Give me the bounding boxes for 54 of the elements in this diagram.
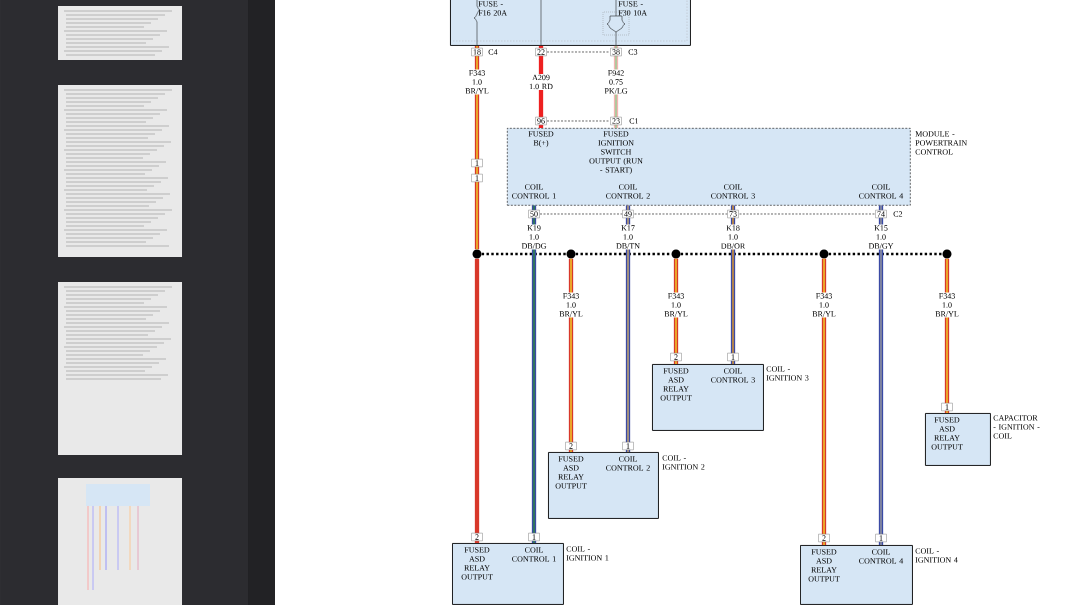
pin-number: 49 xyxy=(622,209,634,219)
pin-number: 1 xyxy=(471,158,483,168)
pin-number: 2 xyxy=(818,533,830,543)
pin-number: 1 xyxy=(471,173,483,183)
pin-number: 50 xyxy=(528,209,540,219)
pin-number: 1 xyxy=(941,402,953,412)
pin-number: 23 xyxy=(610,116,622,126)
wire-label: F343 1.0 BR/YL xyxy=(810,292,838,318)
wire-label: F343 1.0 BR/YL xyxy=(557,292,585,318)
splice-bar xyxy=(481,252,567,256)
connector-box: FUSED ASD RELAY OUTPUT xyxy=(925,413,991,466)
pin-number: 96 xyxy=(535,116,547,126)
component-name: COIL - IGNITION 1 xyxy=(566,546,609,561)
pin-number: 73 xyxy=(727,209,739,219)
wire xyxy=(538,45,544,128)
pin-number: 74 xyxy=(875,209,887,219)
component-name: MODULE - POWERTRAIN CONTROL xyxy=(915,131,967,155)
connector-box: FUSED ASD RELAY OUTPUT COIL CONTROL 1 xyxy=(452,543,564,605)
pin-number: 2 xyxy=(471,532,483,542)
connector-box: FUSED ASD RELAY OUTPUT COIL CONTROL 3 xyxy=(652,364,764,431)
pin-number: 2 xyxy=(565,441,577,451)
splice-bar xyxy=(575,252,672,256)
wire-label: K15 1.0 DB/GY xyxy=(867,224,895,250)
wire-label: F343 1.0 BR/YL xyxy=(463,69,491,95)
splice-bar xyxy=(828,252,943,256)
pin-number: 38 xyxy=(610,47,622,57)
wire xyxy=(878,204,884,546)
pin-number: 1 xyxy=(727,352,739,362)
connector-box: FUSED ASD RELAY OUTPUT COIL CONTROL 2 xyxy=(548,452,659,519)
pin-number: 2 xyxy=(670,352,682,362)
wire-label: K18 1.0 DB/OR xyxy=(719,224,747,250)
wire xyxy=(474,45,480,250)
connector-box: FUSED ASD RELAY OUTPUT COIL CONTROL 4 xyxy=(800,545,913,605)
pin-number: 1 xyxy=(875,533,887,543)
pin-number: 1 xyxy=(622,441,634,451)
wire-label: F942 0.75 PK/LG xyxy=(602,69,630,95)
wire-label: F343 1.0 BR/YL xyxy=(933,292,961,318)
component-name: COIL - IGNITION 2 xyxy=(662,455,705,470)
wire xyxy=(625,204,631,453)
component-name: COIL - IGNITION 3 xyxy=(766,366,809,381)
wire-label: K17 1.0 DB/TN xyxy=(614,224,642,250)
component-name: COIL - IGNITION 4 xyxy=(915,548,958,563)
splice-bar xyxy=(680,252,820,256)
pin-number: 22 xyxy=(535,47,547,57)
wire-label: K19 1.0 DB/DG xyxy=(520,224,548,250)
fuse-box: FUSE - F16 20A FUSE - F30 10A xyxy=(450,0,691,46)
wire xyxy=(531,204,537,544)
pin-number: 18 xyxy=(471,47,483,57)
wire xyxy=(821,258,827,546)
wire-label: F343 1.0 BR/YL xyxy=(662,292,690,318)
pin-number: 1 xyxy=(528,532,540,542)
module-box: FUSED B(+) FUSED IGNITION SWITCH OUTPUT (RUN - START) COIL CONTROL 1 COIL CONTROL 2 COIL CONTROL 3 COIL CONTROL 4 xyxy=(507,128,911,206)
wire xyxy=(474,258,480,543)
component-name: CAPACITOR - IGNITION - COIL xyxy=(993,415,1040,439)
